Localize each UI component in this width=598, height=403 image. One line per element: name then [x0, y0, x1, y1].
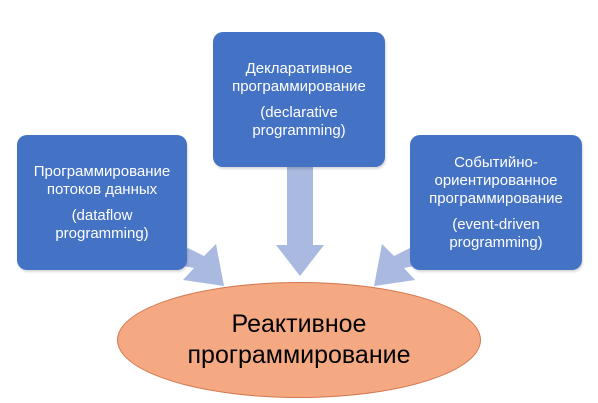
- box-right-title-line-1: Событийно-: [454, 153, 538, 171]
- box-center-title-line-1: Декларативное: [245, 59, 353, 77]
- box-declarative-programming: Декларативное программирование (declarat…: [213, 32, 385, 167]
- box-left-title-line-1: Программирование: [33, 162, 171, 180]
- target-line-1: Реактивное: [231, 310, 367, 338]
- box-dataflow-programming: Программирование потоков данных (dataflo…: [17, 135, 187, 270]
- box-event-driven-programming: Событийно- ориентированное программирова…: [410, 135, 582, 270]
- arrow-center-to-target: [276, 167, 324, 276]
- box-left-subtitle-line-1: (dataflow: [71, 206, 133, 224]
- box-right-subtitle-line-2: programming): [449, 233, 543, 251]
- box-center-title-line-2: программирование: [232, 77, 366, 95]
- box-right-title-line-3: программирование: [429, 189, 563, 207]
- box-left-subtitle-line-2: programming): [55, 224, 149, 242]
- box-right-title-line-2: ориентированное: [434, 171, 558, 189]
- box-center-subtitle-line-2: programming): [252, 121, 346, 139]
- box-right-subtitle-line-1: (event-driven: [452, 215, 540, 233]
- box-center-subtitle-line-1: (declarative: [260, 103, 338, 121]
- box-left-title-line-2: потоков данных: [46, 180, 158, 198]
- target-reactive-programming: Реактивное программирование: [117, 282, 481, 398]
- target-line-2: программирование: [187, 341, 411, 369]
